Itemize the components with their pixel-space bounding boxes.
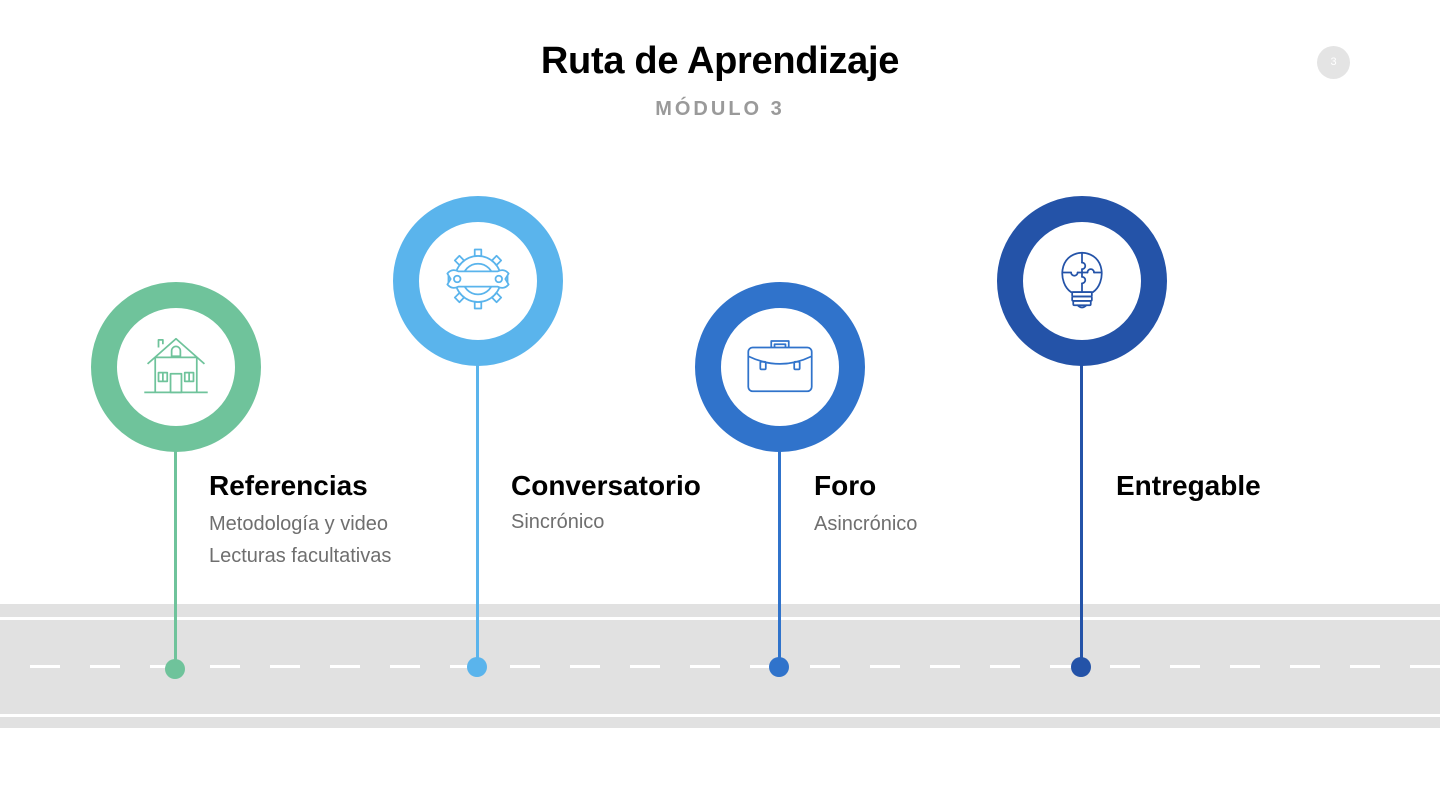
road xyxy=(0,604,1440,728)
page-title: Ruta de Aprendizaje xyxy=(540,40,900,82)
road-edge-bottom xyxy=(0,714,1440,717)
step-2-ring xyxy=(393,196,563,366)
road-edge-top xyxy=(0,617,1440,620)
step-3-milestone-dot xyxy=(769,657,789,677)
step-4-ring xyxy=(997,196,1167,366)
step-4-title: Entregable xyxy=(1116,470,1261,501)
lightbulb-puzzle-icon xyxy=(1047,244,1117,319)
step-3-title: Foro xyxy=(814,470,877,501)
step-2-stem xyxy=(476,355,479,670)
step-1-desc-line-1: Metodología y video xyxy=(209,513,389,535)
step-1-desc-line-2: Lecturas facultativas xyxy=(209,545,392,567)
step-3-stem xyxy=(778,440,781,670)
step-3-ring xyxy=(695,282,865,452)
step-2-desc-line-1: Sincrónico xyxy=(511,511,605,533)
step-1-title: Referencias xyxy=(209,470,368,501)
page-subtitle: MÓDULO 3 xyxy=(655,98,785,120)
step-4-milestone-dot xyxy=(1071,657,1091,677)
page-number-badge: 3 xyxy=(1317,46,1350,79)
step-1-stem xyxy=(174,440,177,670)
step-1-ring xyxy=(91,282,261,452)
step-1-milestone-dot xyxy=(165,659,185,679)
road-lane-marking xyxy=(0,665,1440,668)
step-2-title: Conversatorio xyxy=(511,470,701,501)
step-2-milestone-dot xyxy=(467,657,487,677)
briefcase-icon xyxy=(745,330,815,405)
step-3-desc-line-1: Asincrónico xyxy=(814,513,918,535)
gear-wrench-icon xyxy=(443,244,513,319)
step-4-stem xyxy=(1080,355,1083,670)
house-icon xyxy=(141,330,211,405)
